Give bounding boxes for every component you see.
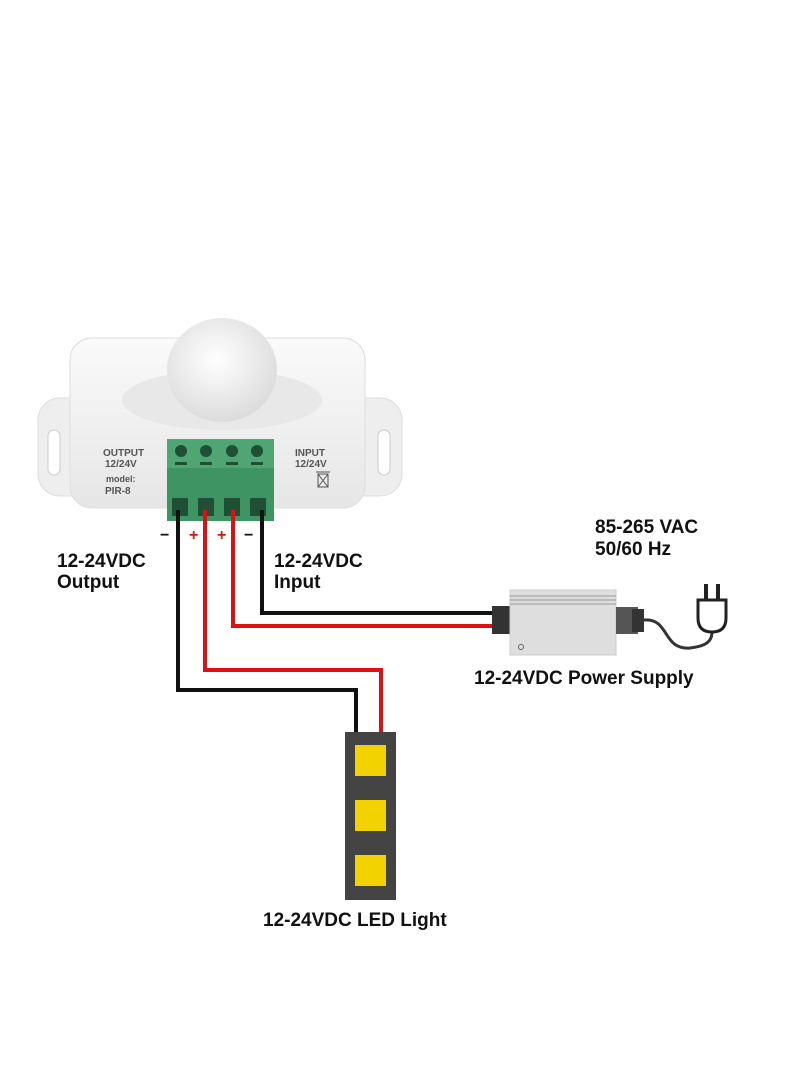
terminal-block (167, 439, 274, 521)
power-supply-label: 12-24VDC Power Supply (474, 668, 694, 689)
led-chip (355, 855, 386, 886)
led-chip (355, 800, 386, 831)
pir-sensor-device: OUTPUT 12/24V model: PIR-8 INPUT 12/24V (37, 318, 403, 521)
output-voltage: 12/24V (105, 459, 137, 470)
polarity-output-positive: + (189, 527, 198, 544)
input-title-line1: 12-24VDC (274, 551, 363, 572)
model-number: PIR-8 (105, 486, 131, 497)
polarity-input-negative: − (244, 527, 253, 544)
led-light-label: 12-24VDC LED Light (263, 910, 447, 931)
wire-input-negative (260, 510, 500, 615)
wire-output-negative (176, 510, 358, 735)
input-voltage: 12/24V (295, 459, 327, 470)
output-title-line1: 12-24VDC (57, 551, 146, 572)
ac-input-line2: 50/60 Hz (595, 539, 671, 560)
output-label: OUTPUT (103, 448, 144, 459)
wire-input-positive (231, 510, 500, 628)
ac-cable (643, 618, 714, 650)
power-supply (492, 584, 728, 656)
weee-bin-icon (316, 471, 330, 488)
wire-output-positive (203, 510, 383, 735)
led-chip (355, 745, 386, 776)
pir-dome (167, 318, 277, 422)
polarity-output-negative: − (160, 527, 169, 544)
polarity-input-positive: + (217, 527, 226, 544)
input-label: INPUT (295, 448, 325, 459)
ac-plug-icon (696, 584, 728, 634)
input-title-line2: Input (274, 572, 321, 593)
led-strip (345, 732, 396, 900)
output-title-line2: Output (57, 572, 120, 593)
ac-input-line1: 85-265 VAC (595, 517, 698, 538)
model-label: model: (106, 474, 136, 484)
